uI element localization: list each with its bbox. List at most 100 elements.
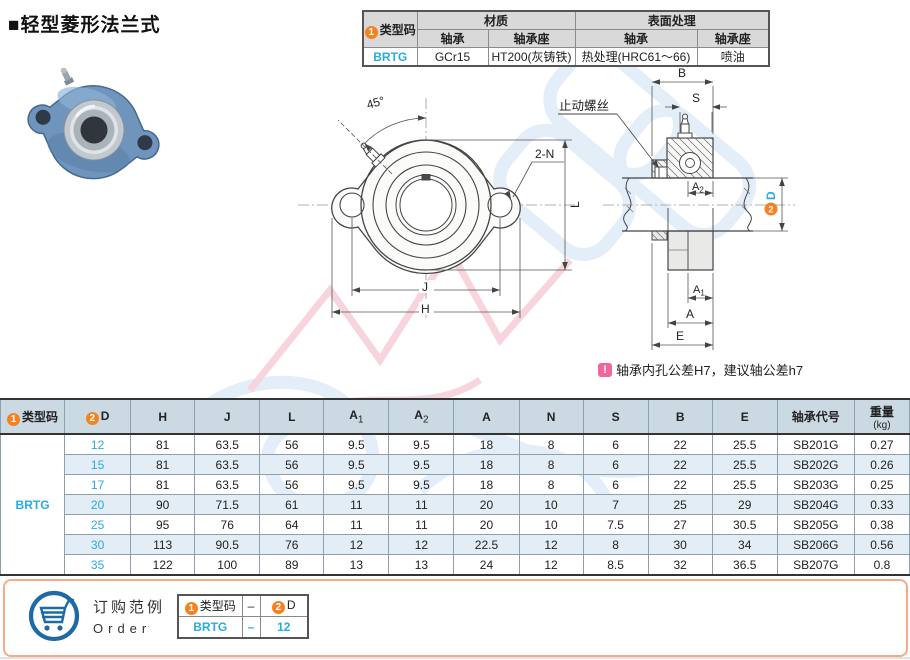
badge-2-icon: 2 bbox=[85, 411, 99, 425]
spec-bearing-material: GCr15 bbox=[416, 47, 489, 67]
dim-s-label: S bbox=[692, 91, 700, 105]
table-cell: 35 bbox=[64, 554, 132, 576]
table-cell: 81 bbox=[130, 474, 196, 495]
spec-housing-col2: 轴承座 bbox=[696, 29, 770, 48]
table-cell: 6 bbox=[582, 433, 649, 455]
dim-a1-label: A1 bbox=[693, 284, 705, 298]
table-cell: 18 bbox=[453, 474, 520, 495]
set-screw-label: 止动螺丝 bbox=[559, 99, 609, 113]
dim-b-label: B bbox=[678, 66, 686, 80]
badge-2-icon: 2 bbox=[271, 600, 285, 614]
table-cell: SB203G bbox=[776, 474, 855, 495]
table-cell: 113 bbox=[130, 534, 196, 555]
keyway-notch bbox=[421, 174, 431, 181]
table-cell: 11 bbox=[388, 514, 455, 535]
table-cell: 12 bbox=[518, 534, 584, 555]
table-cell: 90 bbox=[130, 494, 196, 515]
table-cell: 76 bbox=[194, 514, 261, 535]
spec-housing-material: HT200(灰铸铁) bbox=[487, 47, 576, 67]
table-cell: SB204G bbox=[776, 494, 855, 515]
table-cell: 0.27 bbox=[853, 433, 910, 455]
table-cell: 34 bbox=[711, 534, 778, 555]
spec-bearing-col: 轴承 bbox=[416, 29, 489, 48]
table-cell: 29 bbox=[711, 494, 778, 515]
table-cell: 56 bbox=[259, 474, 325, 495]
product-photo bbox=[27, 67, 160, 180]
table-cell: 56 bbox=[259, 454, 325, 475]
dim-h-label: H bbox=[421, 302, 430, 316]
grease-nipple-side bbox=[677, 113, 693, 139]
table-cell: 13 bbox=[323, 554, 390, 576]
table-cell: 61 bbox=[259, 494, 325, 515]
table-cell: 9.5 bbox=[388, 454, 455, 475]
spec-bearing-col2: 轴承 bbox=[574, 29, 698, 48]
table-cell: 12 bbox=[518, 554, 584, 576]
tolerance-note-text: 轴承内孔公差H7，建议轴公差h7 bbox=[616, 363, 804, 378]
table-cell: 64 bbox=[259, 514, 325, 535]
svg-text:2: 2 bbox=[768, 205, 773, 215]
table-cell: 27 bbox=[647, 514, 713, 535]
page-bottom-divider bbox=[0, 657, 910, 659]
table-cell: 9.5 bbox=[323, 474, 390, 495]
table-cell: 6 bbox=[582, 454, 649, 475]
table-cell: 95 bbox=[130, 514, 196, 535]
table-cell: 0.38 bbox=[853, 514, 910, 535]
table-cell: 100 bbox=[194, 554, 261, 576]
table-cell: SB206G bbox=[776, 534, 855, 555]
table-cell: 9.5 bbox=[388, 474, 455, 495]
order-dash: – bbox=[241, 594, 261, 617]
table-cell: 9.5 bbox=[323, 433, 390, 455]
table-cell: 30 bbox=[64, 534, 132, 555]
table-cell: 11 bbox=[323, 494, 390, 515]
header-a2: A2 bbox=[388, 398, 455, 435]
table-cell: 0.26 bbox=[853, 454, 910, 475]
table-cell: 32 bbox=[647, 554, 713, 576]
table-cell: 81 bbox=[130, 454, 196, 475]
table-cell: 20 bbox=[64, 494, 132, 515]
table-cell: 7.5 bbox=[582, 514, 649, 535]
table-cell: 10 bbox=[518, 514, 584, 535]
spec-housing-col: 轴承座 bbox=[487, 29, 576, 48]
header-h: H bbox=[130, 398, 196, 435]
side-view-drawing: 止动螺丝 B S A2 D 2 bbox=[558, 66, 795, 350]
table-cell: 22 bbox=[647, 454, 713, 475]
table-cell: 30.5 bbox=[711, 514, 778, 535]
type-code-cell: BRTG bbox=[0, 433, 66, 576]
tolerance-note: ! 轴承内孔公差H7，建议轴公差h7 bbox=[598, 360, 803, 379]
spec-housing-surface: 喷油 bbox=[696, 47, 770, 67]
table-cell: 18 bbox=[453, 433, 520, 455]
table-cell: 15 bbox=[64, 454, 132, 475]
table-cell: 22.5 bbox=[453, 534, 520, 555]
order-value-d: 12 bbox=[259, 615, 309, 638]
table-cell: 22 bbox=[647, 433, 713, 455]
order-title-cn: 订购范例 bbox=[93, 599, 166, 616]
table-cell: 30 bbox=[647, 534, 713, 555]
front-view-drawing: 45° 2-N L J H bbox=[298, 93, 582, 320]
header-a: A bbox=[453, 398, 520, 435]
badge-1-icon: 1 bbox=[364, 25, 378, 39]
table-cell: 122 bbox=[130, 554, 196, 576]
table-cell: 71.5 bbox=[194, 494, 261, 515]
table-cell: 89 bbox=[259, 554, 325, 576]
badge-1-icon: 1 bbox=[7, 412, 21, 426]
table-cell: 13 bbox=[388, 554, 455, 576]
dim-j-label: J bbox=[422, 280, 428, 294]
table-cell: 76 bbox=[259, 534, 325, 555]
table-cell: 0.56 bbox=[853, 534, 910, 555]
table-cell: 25 bbox=[64, 514, 132, 535]
header-s: S bbox=[582, 398, 649, 435]
order-value-dash: – bbox=[241, 615, 261, 638]
